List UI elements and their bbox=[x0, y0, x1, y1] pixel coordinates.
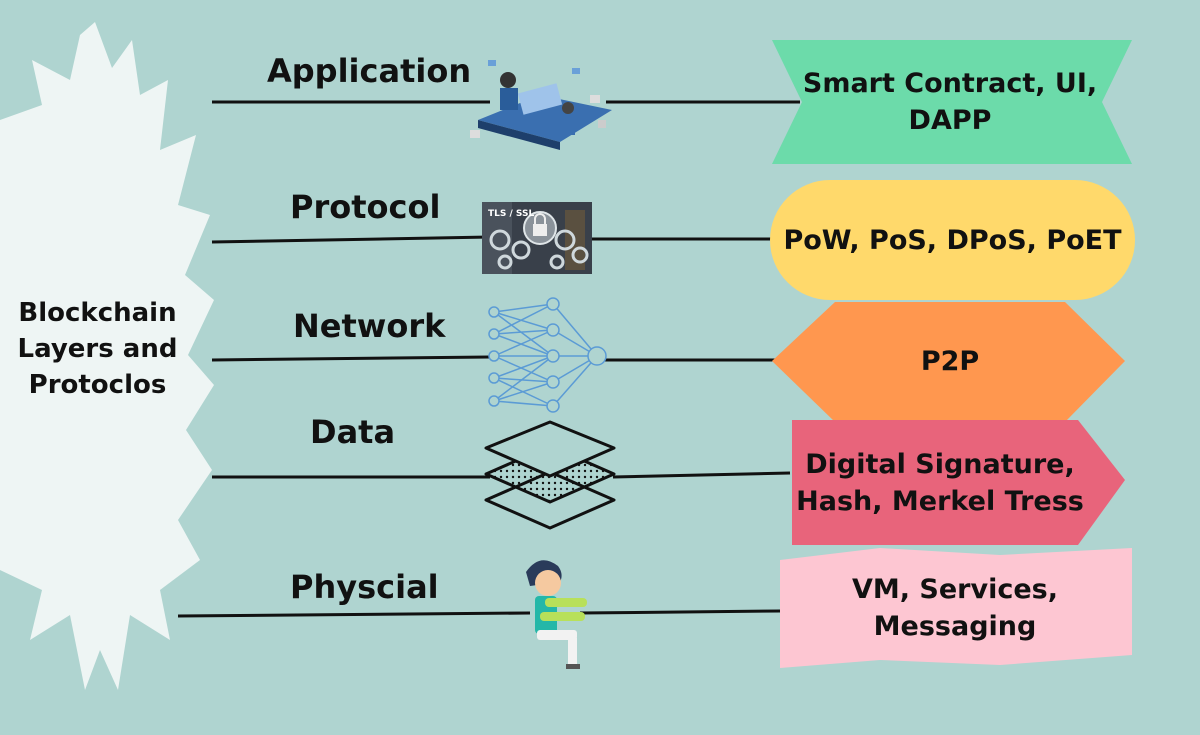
protocol-shape bbox=[770, 180, 1135, 300]
stacked-layers-icon bbox=[484, 420, 616, 530]
tls-ssl-lock-photo-icon: TLS / SSL bbox=[482, 202, 592, 274]
layer-label-protocol: Protocol bbox=[290, 188, 441, 226]
layer-label-physical: Physcial bbox=[290, 568, 439, 606]
data-shape bbox=[792, 420, 1125, 545]
tls-ssl-text: TLS / SSL bbox=[488, 209, 534, 219]
hub-starburst bbox=[0, 22, 214, 690]
connector-lines bbox=[177, 100, 800, 618]
network-graph-icon bbox=[488, 297, 607, 413]
protocol-description: PoW, PoS, DPoS, PoET bbox=[783, 224, 1122, 256]
data-description: Digital Signature, Hash, Merkel Tress bbox=[796, 449, 1084, 517]
application-shape bbox=[772, 40, 1132, 164]
network-shape bbox=[772, 302, 1125, 422]
person-illustration-icon bbox=[526, 560, 587, 669]
layer-label-network: Network bbox=[293, 307, 446, 345]
physical-description: VM, Services, Messaging bbox=[852, 574, 1058, 642]
layer-label-data: Data bbox=[310, 413, 396, 451]
mobile-app-illustration-icon bbox=[470, 60, 612, 150]
application-description: Smart Contract, UI, DAPP bbox=[802, 68, 1098, 136]
physical-shape bbox=[780, 548, 1132, 668]
network-description: P2P bbox=[920, 345, 980, 377]
hub-title: Blockchain Layers and Protoclos bbox=[17, 298, 178, 400]
layer-label-application: Application bbox=[267, 52, 472, 90]
